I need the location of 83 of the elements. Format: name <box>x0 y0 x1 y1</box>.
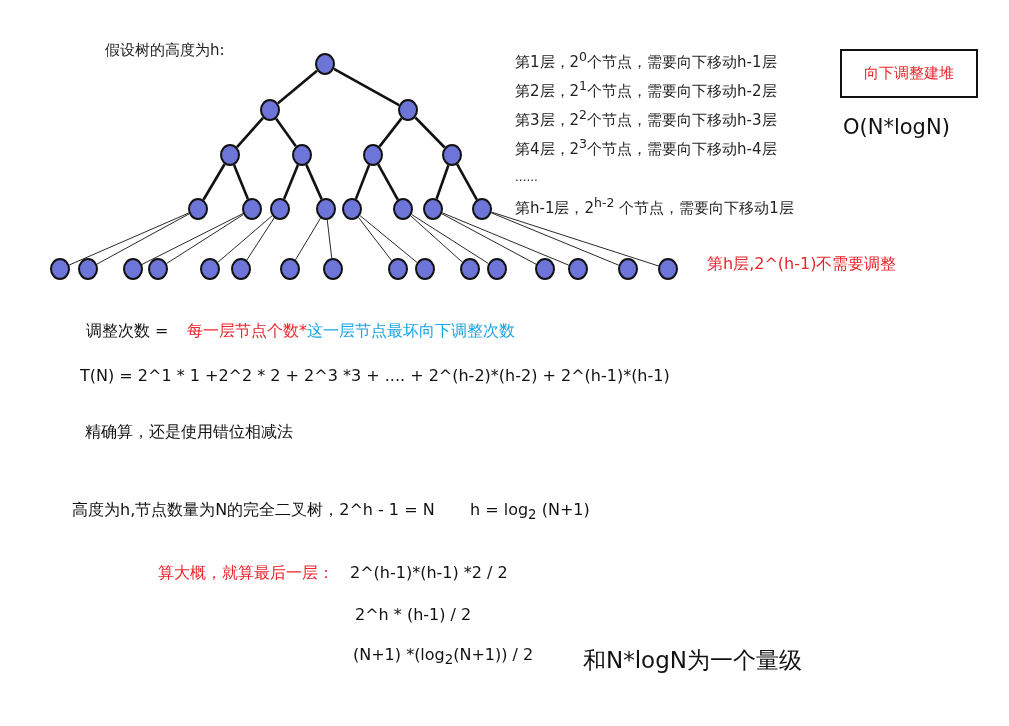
tree-edge <box>282 164 300 200</box>
tree-node <box>363 144 383 166</box>
ellipsis-text: ...... <box>515 170 538 184</box>
complexity-text: O(N*logN) <box>843 115 950 139</box>
formula-text: 2^(h-1)*(h-1) *2 / 2 <box>350 563 508 582</box>
tree-edge <box>354 164 371 200</box>
tree-node <box>280 258 300 280</box>
tree-edge <box>232 164 250 200</box>
tree-edge <box>456 163 478 201</box>
tree-edge <box>490 212 620 266</box>
level-text: 第1层，2$^{0}$个节点，需要向下移动h-1层 <box>515 49 777 72</box>
tree-node <box>568 258 588 280</box>
tree-edge <box>441 213 537 265</box>
tree-edge <box>141 213 244 265</box>
formula-text: 调整次数 = <box>86 321 169 342</box>
tree-node <box>393 198 413 220</box>
tree-edge <box>275 117 297 148</box>
tree-edge <box>491 211 659 267</box>
tree-node <box>316 198 336 220</box>
formula-text: 2^h * (h-1) / 2 <box>355 605 472 624</box>
tree-node <box>200 258 220 280</box>
note-text: 算大概，就算最后一层： <box>158 563 334 584</box>
level-text: 第4层，2$^{3}$个节点，需要向下移动h-4层 <box>515 136 777 159</box>
level-text: 第2层，2$^{1}$个节点，需要向下移动h-2层 <box>515 78 777 101</box>
tree-edge <box>202 163 226 201</box>
tree-edge <box>305 164 323 200</box>
tree-node <box>50 258 70 280</box>
note-text: 精确算，还是使用错位相减法 <box>85 422 293 443</box>
tree-edge <box>378 117 403 148</box>
note-text: 第h层,2^(h-1)不需要调整 <box>707 254 897 275</box>
tree-node <box>442 144 462 166</box>
level-text: 第3层，2$^{2}$个节点，需要向下移动h-3层 <box>515 107 777 130</box>
tree-node <box>220 144 240 166</box>
tree-edge <box>410 215 463 263</box>
tree-node <box>78 258 98 280</box>
tree-node <box>323 258 343 280</box>
tree-node <box>487 258 507 280</box>
tree-node <box>315 53 335 75</box>
tree-node <box>342 198 362 220</box>
tree-edge <box>326 219 333 259</box>
tree-node <box>460 258 480 280</box>
tree-edge <box>236 117 264 148</box>
tree-edge <box>333 67 400 107</box>
tree-edge <box>96 213 190 265</box>
tree-node <box>292 144 312 166</box>
tree-edge <box>359 215 418 263</box>
formula-text: h = log$_{2}$ (N+1) <box>470 500 590 523</box>
tree-node <box>260 99 280 121</box>
formula-text: 这一层节点最坏向下调整次数 <box>307 321 515 342</box>
formula-text: 每一层节点个数* <box>187 321 307 342</box>
tree-edge <box>246 217 275 261</box>
tree-edge <box>277 69 318 105</box>
tree-node <box>188 198 208 220</box>
tree-edge <box>435 164 450 200</box>
formula-text: 高度为h,节点数量为N的完全二叉树，2^h - 1 = N <box>72 500 435 521</box>
tree-edge <box>358 216 392 262</box>
tree-edge <box>166 214 244 264</box>
formula-text: (N+1) *(log$_{2}$(N+1)) / 2 <box>353 645 534 668</box>
tree-node <box>388 258 408 280</box>
tree-node <box>148 258 168 280</box>
tree-edge <box>414 116 446 149</box>
tree-edge <box>441 212 570 266</box>
title-box: 向下调整建堆 <box>840 49 978 98</box>
tree-node <box>123 258 143 280</box>
tree-node <box>535 258 555 280</box>
tree-edge <box>217 215 273 263</box>
tree-node <box>231 258 251 280</box>
note-text: 假设树的高度为h: <box>105 41 225 60</box>
tree-node <box>270 198 290 220</box>
tree-edge <box>411 214 489 264</box>
formula-text: T(N) = 2^1 * 1 +2^2 * 2 + 2^3 *3 + .... + 2^(h-2)*(h-2) + 2^(h-1)*(h-1) <box>80 366 670 385</box>
tree-node <box>242 198 262 220</box>
tree-node <box>658 258 678 280</box>
tree-node <box>618 258 638 280</box>
tree-node <box>423 198 443 220</box>
tree-node <box>415 258 435 280</box>
tree-node <box>472 198 492 220</box>
tree-edge <box>377 163 399 201</box>
tree-node <box>398 99 418 121</box>
conclusion-text: 和N*logN为一个量级 <box>583 646 802 675</box>
tree-edge <box>68 212 190 266</box>
level-text: 第h-1层，2$^{h-2}$ 个节点，需要向下移动1层 <box>515 195 794 218</box>
tree-edge <box>295 217 321 261</box>
